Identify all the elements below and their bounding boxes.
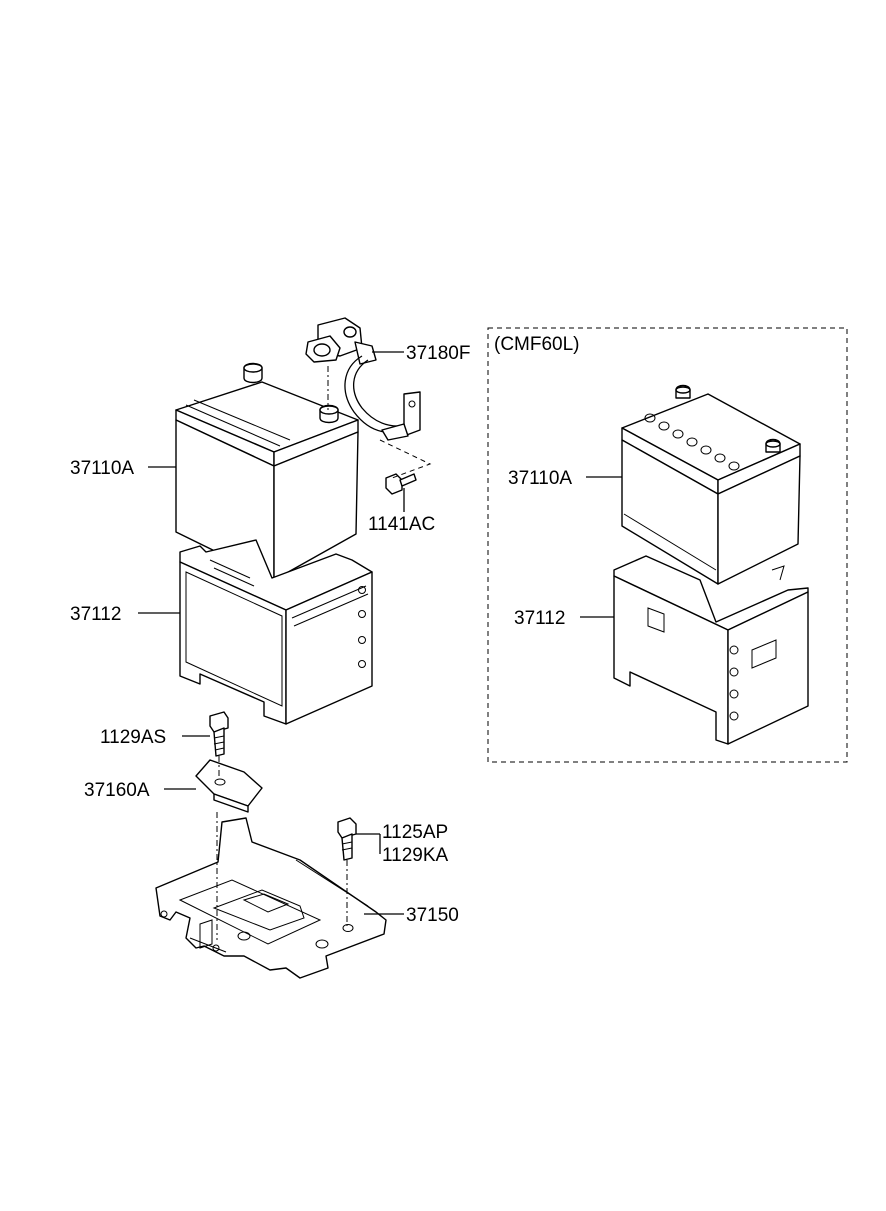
battery-bracket-part[interactable] — [155, 817, 387, 979]
label-1141AC: 1141AC — [368, 514, 435, 535]
cable-bolt-part[interactable] — [385, 473, 417, 495]
label-1129KA: 1129KA — [382, 845, 449, 866]
label-1129AS: 1129AS — [100, 727, 166, 748]
variant-box — [487, 327, 848, 763]
variant-title: (CMF60L) — [494, 334, 580, 355]
label-37150: 37150 — [406, 905, 459, 926]
label-37110A-main: 37110A — [70, 458, 134, 479]
label-37112-main: 37112 — [70, 604, 121, 625]
tray-bolt-part[interactable] — [337, 817, 357, 861]
battery-clamp-part[interactable] — [195, 759, 263, 813]
label-1125AP: 1125AP — [382, 822, 448, 843]
label-37180F: 37180F — [406, 343, 470, 364]
battery-variant-part[interactable] — [621, 384, 801, 585]
battery-main-part[interactable] — [175, 362, 359, 581]
label-37110A-variant: 37110A — [508, 468, 572, 489]
battery-tray-main-part[interactable] — [179, 539, 373, 725]
clamp-bolt-part[interactable] — [209, 711, 229, 757]
battery-cable-part[interactable] — [305, 317, 421, 441]
battery-tray-variant-part[interactable] — [613, 555, 809, 745]
label-37160A: 37160A — [84, 780, 150, 801]
label-37112-variant: 37112 — [514, 608, 565, 629]
